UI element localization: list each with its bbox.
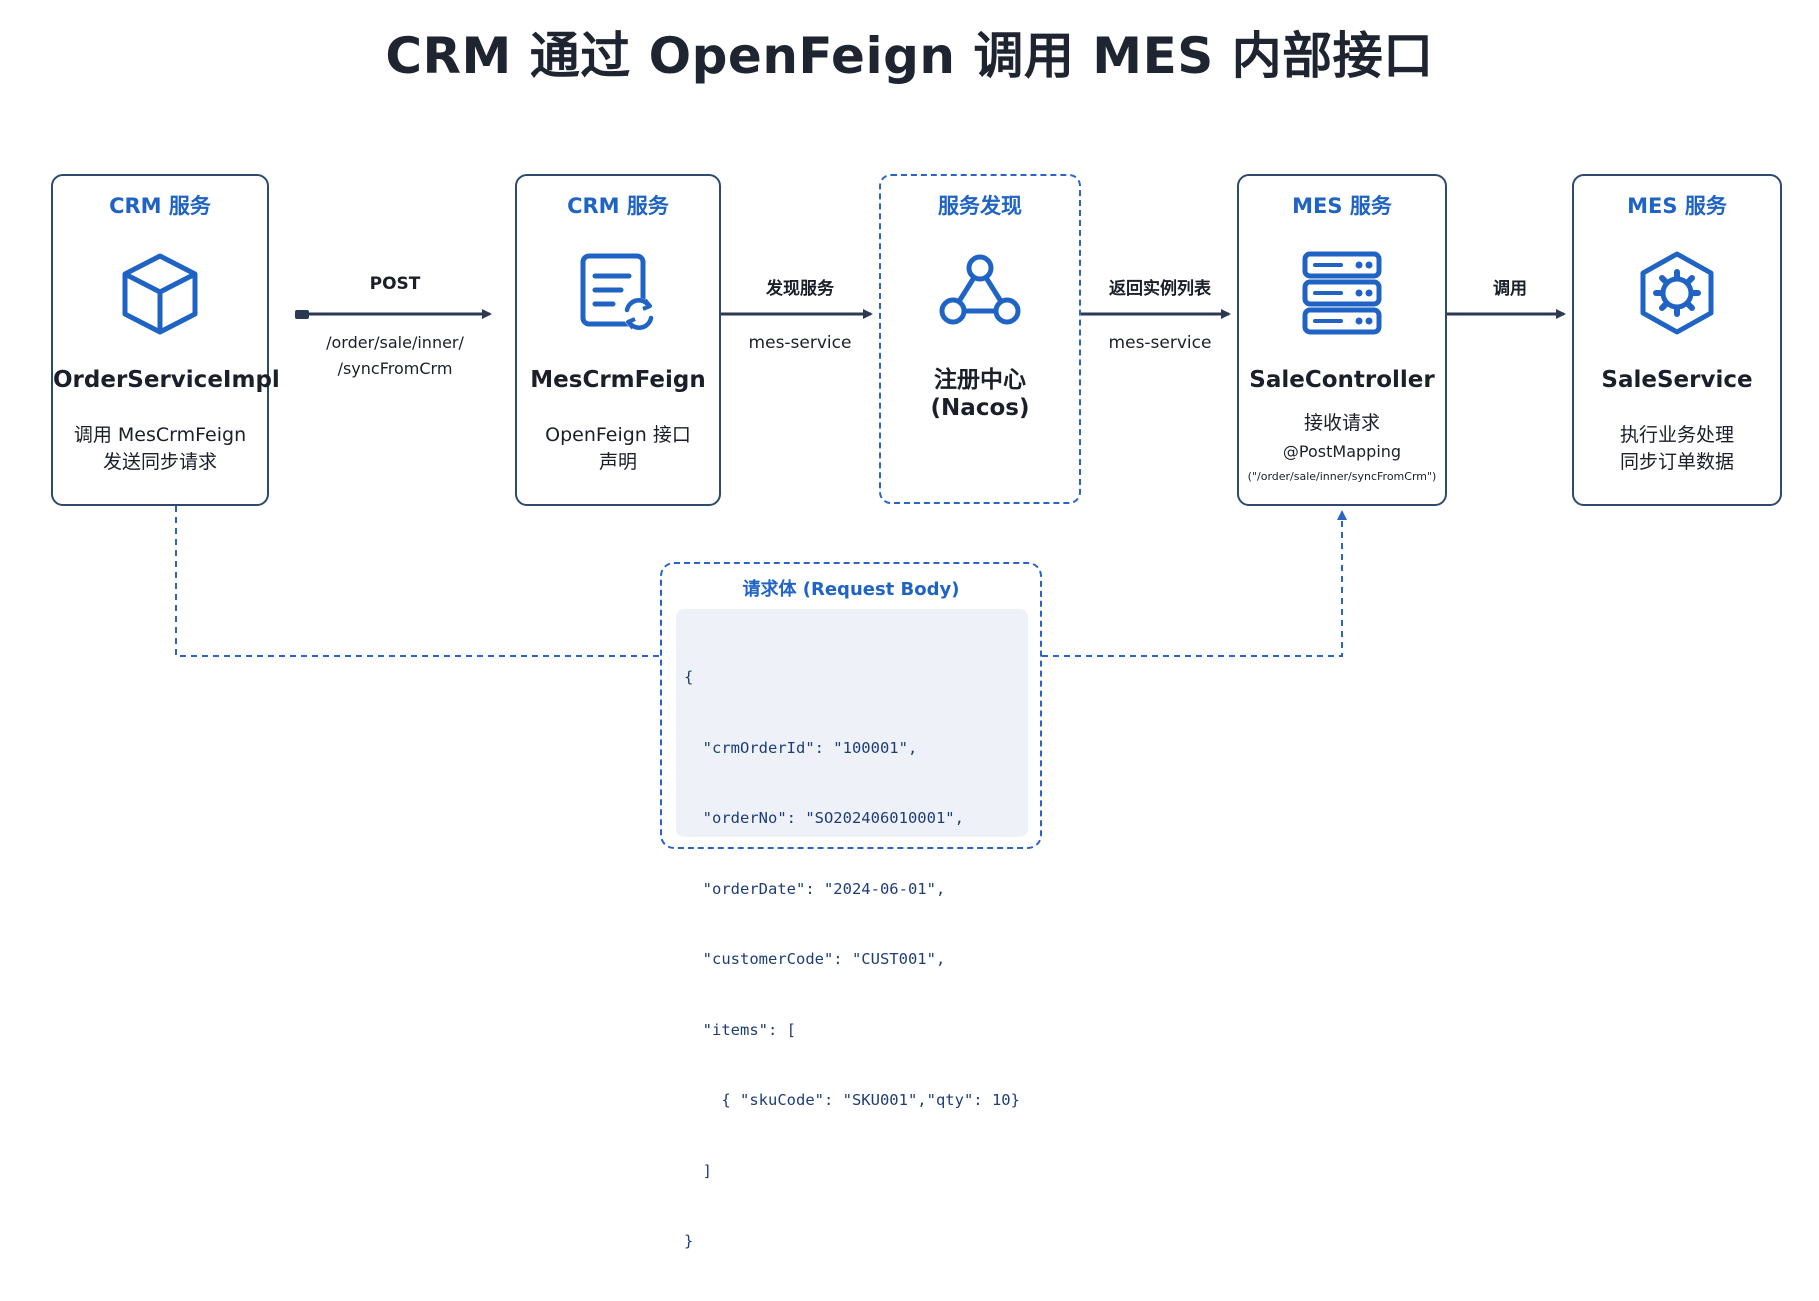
node-desc-line: 发送同步请求 xyxy=(102,451,217,473)
node-mes-crm-feign: CRM 服务 MesCrmFeign OpenFeign 接口 声明 xyxy=(515,174,721,506)
node-desc-line: 同步订单数据 xyxy=(1619,451,1734,473)
network-triangle-icon xyxy=(935,248,1025,338)
code-line: { xyxy=(684,668,694,686)
code-line: "crmOrderId": "100001", xyxy=(684,738,918,757)
node-desc-line: 声明 xyxy=(598,451,637,473)
code-line: { "skuCode": "SKU001","qty": 10} xyxy=(684,1091,1020,1109)
annotation-text: @PostMapping xyxy=(1282,442,1402,461)
edge-sublabel-line: /syncFromCrm xyxy=(337,359,453,378)
node-name: SaleController xyxy=(1249,367,1435,393)
gear-hexagon-icon xyxy=(1632,248,1722,338)
node-name-line: (Nacos) xyxy=(930,395,1030,421)
node-name: OrderServiceImpl xyxy=(53,367,280,393)
node-name: MesCrmFeign xyxy=(530,367,706,393)
code-line: "orderNo": "SO202406010001", xyxy=(684,809,964,827)
annotation-value: ("/order/sale/inner/syncFromCrm") xyxy=(1247,470,1437,483)
code-line: "items": [ xyxy=(684,1020,796,1039)
edge-sublabel: mes-service xyxy=(1108,333,1212,353)
node-header: MES 服务 xyxy=(1292,194,1392,218)
edge-sublabel: /order/sale/inner/ /syncFromCrm xyxy=(310,330,480,382)
edge-sublabel-line: /order/sale/inner/ xyxy=(326,333,464,352)
cube-icon xyxy=(115,248,205,338)
node-sale-service: MES 服务 SaleService 执行业务处理 同步订单数据 xyxy=(1572,174,1782,506)
edge-label: 调用 xyxy=(1493,279,1527,299)
node-header: CRM 服务 xyxy=(567,194,669,218)
node-name: 注册中心 (Nacos) xyxy=(881,366,1079,422)
code-line: } xyxy=(684,1232,694,1250)
code-line: ] xyxy=(684,1161,712,1180)
node-description: 执行业务处理 同步订单数据 xyxy=(1574,422,1780,476)
connectors xyxy=(175,309,1566,657)
server-icon xyxy=(1297,248,1387,338)
edge-sublabel: mes-service xyxy=(748,333,852,353)
dashed-link-right xyxy=(1042,510,1347,657)
node-desc-line: 接收请求 xyxy=(1303,412,1380,434)
node-service-discovery: 服务发现 注册中心 (Nacos) xyxy=(879,174,1081,504)
dashed-link-left xyxy=(175,506,660,657)
node-desc-line: 执行业务处理 xyxy=(1619,424,1734,446)
edge-label: POST xyxy=(369,274,421,294)
node-header: CRM 服务 xyxy=(109,194,211,218)
node-name: SaleService xyxy=(1601,367,1753,393)
node-description: 接收请求 xyxy=(1239,410,1445,437)
edge-label: 发现服务 xyxy=(766,279,834,299)
node-description: OpenFeign 接口 声明 xyxy=(517,422,719,476)
node-header: 服务发现 xyxy=(938,194,1022,218)
node-order-service-impl: CRM 服务 OrderServiceImpl 调用 MesCrmFeign 发… xyxy=(51,174,280,506)
request-body-panel: 请求体 (Request Body) { "crmOrderId": "1000… xyxy=(660,562,1042,1250)
node-header: MES 服务 xyxy=(1627,194,1727,218)
node-desc-line: OpenFeign 接口 xyxy=(545,424,691,446)
request-body-code: { "crmOrderId": "100001", "orderNo": "SO… xyxy=(676,609,1028,1250)
edge-label: 返回实例列表 xyxy=(1109,279,1211,299)
document-sync-icon xyxy=(573,248,663,338)
node-name-line: 注册中心 xyxy=(934,367,1026,393)
node-sale-controller: MES 服务 SaleController 接收请求 @PostMapping … xyxy=(1237,174,1447,506)
request-body-title: 请求体 (Request Body) xyxy=(742,579,960,600)
code-line: "customerCode": "CUST001", xyxy=(684,950,946,968)
code-line: "orderDate": "2024-06-01", xyxy=(684,879,946,898)
node-desc-line: 调用 MesCrmFeign xyxy=(73,424,247,446)
node-description: 调用 MesCrmFeign 发送同步请求 xyxy=(53,422,267,476)
diagram-title: CRM 通过 OpenFeign 调用 MES 内部接口 xyxy=(385,27,1434,85)
